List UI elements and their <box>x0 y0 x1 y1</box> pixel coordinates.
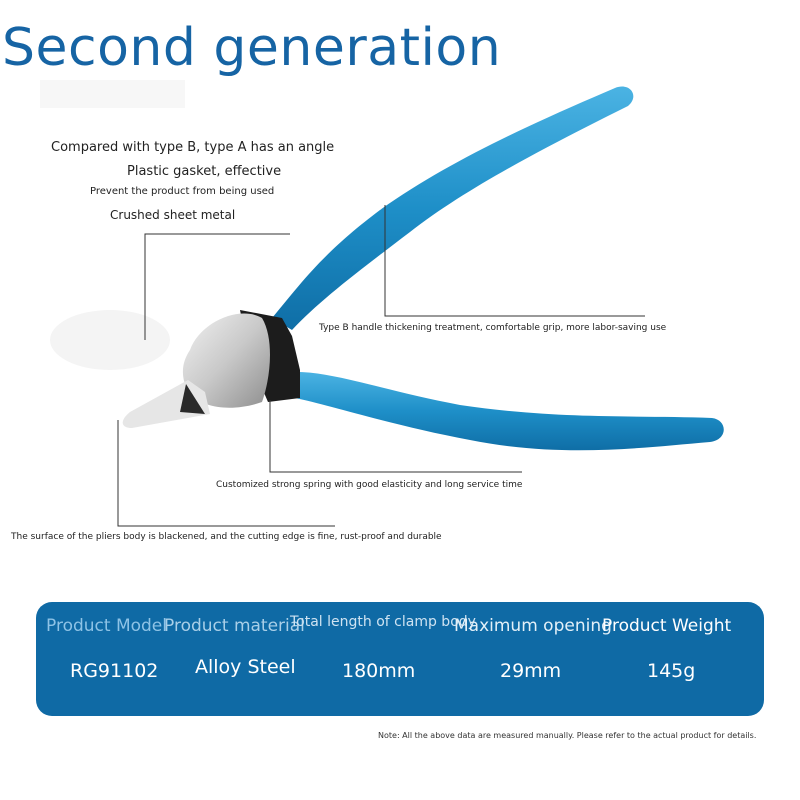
spec-header-length: Total length of clamp body <box>290 614 476 630</box>
upper-handle <box>272 86 634 330</box>
spec-header-weight: Product Weight <box>602 616 732 636</box>
pliers-head <box>182 313 270 408</box>
annotation-angle: Compared with type B, type A has an angl… <box>51 140 335 155</box>
background-glow <box>40 80 185 108</box>
spec-value-weight: 145g <box>647 660 696 682</box>
annotation-surface: The surface of the pliers body is blacke… <box>11 532 442 542</box>
leader-line-spring <box>269 400 522 473</box>
background-glow <box>50 310 170 370</box>
spec-value-model: RG91102 <box>70 660 159 682</box>
leader-line-handle <box>384 205 645 317</box>
leader-line-surface <box>117 420 335 527</box>
spec-value-material: Alloy Steel <box>195 656 296 678</box>
spec-value-opening: 29mm <box>500 660 562 682</box>
annotation-handle: Type B handle thickening treatment, comf… <box>319 323 667 333</box>
lower-handle <box>290 371 724 451</box>
spec-header-model: Product Model <box>46 616 167 636</box>
annotation-spring: Customized strong spring with good elast… <box>216 480 523 490</box>
page-title: Second generation <box>2 18 502 78</box>
spec-header-material: Product material <box>164 616 305 636</box>
spec-header-opening: Maximum opening <box>454 616 612 636</box>
annotation-gasket: Plastic gasket, effective <box>127 164 282 179</box>
spec-value-length: 180mm <box>342 660 416 682</box>
annotation-crushed: Crushed sheet metal <box>110 208 236 222</box>
pliers-illustration <box>40 80 724 527</box>
annotation-prevent: Prevent the product from being used <box>90 186 275 197</box>
spec-card: Product Model Product material Total len… <box>36 602 764 716</box>
leader-line-crushed <box>144 233 290 340</box>
measurement-note: Note: All the above data are measured ma… <box>378 731 757 740</box>
cutting-jaw-edge <box>180 384 205 414</box>
